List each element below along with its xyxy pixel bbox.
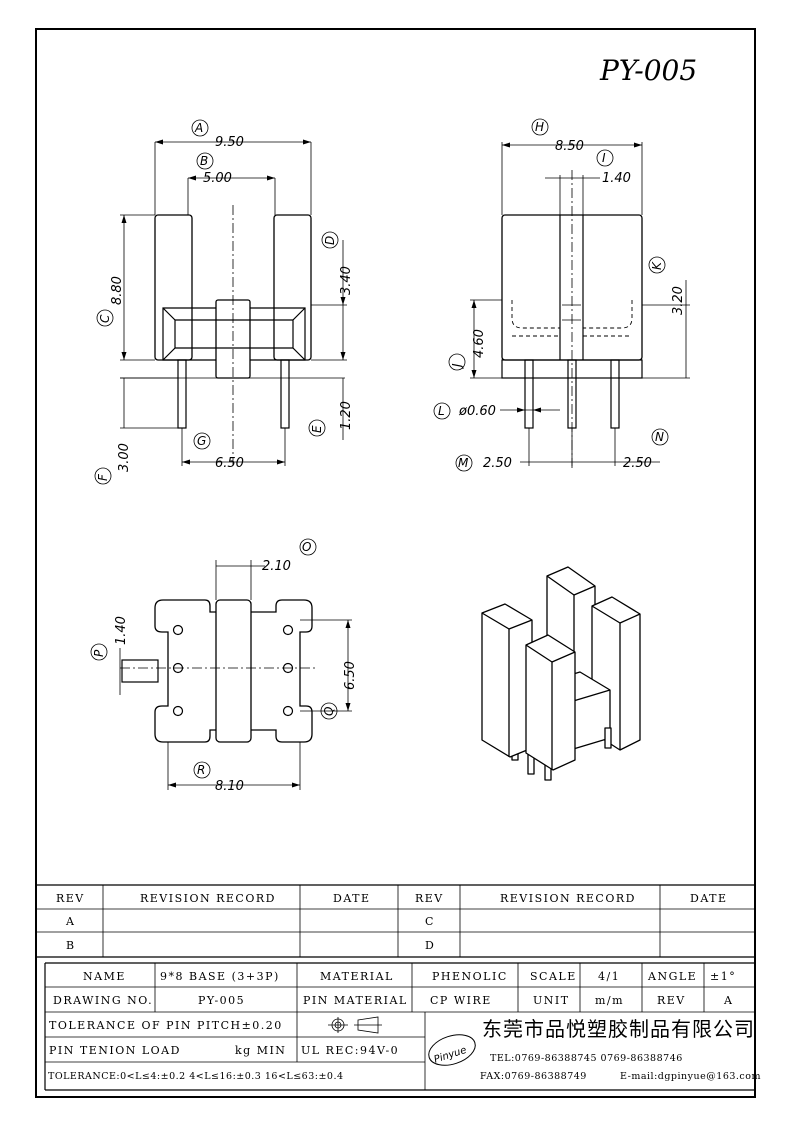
front-view: A 9.50 B 5.00 C 8.80 D 3.40 E 1.20 F 3.0… (94, 119, 354, 485)
scale-value: 4/1 (598, 970, 620, 983)
rev-header-left: REV (56, 892, 85, 905)
scale-label: SCALE (530, 970, 577, 983)
dim-label-m: M (458, 456, 469, 470)
company-fax: FAX:0769-86388749 (480, 1071, 587, 1082)
name-label: NAME (83, 970, 126, 983)
dim-value-k: 3.20 (671, 286, 686, 315)
svg-text:Pinyue: Pinyue (433, 1045, 468, 1066)
dim-label-o: O (302, 540, 311, 554)
rev-row-d: D (425, 939, 435, 952)
dim-value-h: 8.50 (555, 139, 584, 154)
drawing-sheet (35, 28, 756, 1098)
tolerance-pin-pitch: TOLERANCE OF PIN PITCH±0.20 (49, 1019, 283, 1032)
isometric-view (481, 566, 641, 781)
company-logo: Pinyue (428, 1034, 476, 1066)
angle-label: ANGLE (647, 970, 697, 983)
unit-value: m/m (595, 994, 624, 1007)
dim-value-l: ø0.60 (458, 404, 496, 419)
drawing-no-label: DRAWING NO. (53, 994, 153, 1007)
part-number-title: PY-005 (599, 54, 697, 87)
angle-value: ±1° (710, 970, 736, 983)
dim-value-d: 3.40 (339, 266, 354, 295)
bottom-view: O 2.10 P 1.40 Q 6.50 R 8.10 (90, 538, 358, 794)
rev-row-a: A (65, 915, 75, 928)
drawing-no-value: PY-005 (198, 994, 245, 1007)
revision-record-header-right: REVISION RECORD (500, 892, 636, 905)
date-header-right: DATE (690, 892, 728, 905)
pin-material-value: CP WIRE (430, 994, 492, 1007)
dim-label-g: G (197, 434, 206, 448)
dim-label-a: A (194, 121, 203, 135)
revision-record-header-left: REVISION RECORD (140, 892, 276, 905)
title-block: NAME 9*8 BASE (3+3P) MATERIAL PHENOLIC S… (44, 962, 761, 1091)
dim-value-f: 3.00 (117, 443, 132, 472)
company-email: E-mail:dgpinyue@163.com (620, 1071, 761, 1082)
dim-value-r: 8.10 (215, 779, 244, 794)
dim-value-c: 8.80 (110, 276, 125, 305)
company-tel: TEL:0769-86388745 0769-86388746 (490, 1053, 683, 1064)
revision-table: REV REVISION RECORD DATE REV REVISION RE… (37, 884, 755, 958)
ul-rec: UL REC:94V-0 (301, 1044, 399, 1057)
dim-label-c: C (98, 314, 112, 323)
dim-label-q: Q (322, 707, 336, 716)
dim-value-i: 1.40 (602, 171, 631, 186)
material-value: PHENOLIC (432, 970, 508, 983)
dim-value-e: 1.20 (339, 401, 354, 430)
dim-label-l: L (438, 404, 445, 418)
rev-row-c: C (425, 915, 435, 928)
dim-label-f: F (96, 473, 110, 481)
rev-row-b: B (66, 939, 76, 952)
pin-tension-value: kg MIN (235, 1044, 286, 1057)
dim-label-r: R (197, 763, 205, 777)
rev-label: REV (657, 994, 686, 1007)
dim-label-n: N (655, 430, 664, 444)
dim-label-j: J (450, 363, 464, 369)
dim-label-i: I (602, 151, 606, 165)
dim-label-d: D (323, 236, 337, 245)
date-header-left: DATE (333, 892, 371, 905)
side-view: H 8.50 I 1.40 J 4.60 K 3.20 L ø0.60 M 2.… (433, 118, 690, 472)
dim-label-e: E (310, 425, 324, 433)
dim-value-m: 2.50 (483, 456, 512, 471)
projection-symbol-icon (328, 1016, 382, 1034)
rev-header-right: REV (415, 892, 444, 905)
name-value: 9*8 BASE (3+3P) (160, 970, 280, 983)
dim-label-b: B (200, 154, 208, 168)
rev-value: A (723, 994, 733, 1007)
pin-material-label: PIN MATERIAL (303, 994, 408, 1007)
dim-value-p: 1.40 (114, 616, 129, 645)
dim-value-n: 2.50 (623, 456, 652, 471)
dim-value-o: 2.10 (262, 559, 291, 574)
pin-tension-load: PIN TENION LOAD (49, 1044, 181, 1057)
dim-label-p: P (92, 649, 106, 657)
dim-value-j: 4.60 (472, 329, 487, 358)
dim-value-a: 9.50 (215, 135, 244, 150)
dim-label-h: H (535, 120, 544, 134)
dim-label-k: K (650, 261, 664, 270)
dim-value-q: 6.50 (343, 661, 358, 690)
dim-value-b: 5.00 (203, 171, 232, 186)
material-label: MATERIAL (320, 970, 394, 983)
company-name: 东莞市品悦塑胶制品有限公司 (482, 1017, 755, 1041)
tolerance-general: TOLERANCE:0<L≤4:±0.2 4<L≤16:±0.3 16<L≤63… (48, 1071, 344, 1082)
dim-value-g: 6.50 (215, 456, 244, 471)
unit-label: UNIT (533, 994, 570, 1007)
